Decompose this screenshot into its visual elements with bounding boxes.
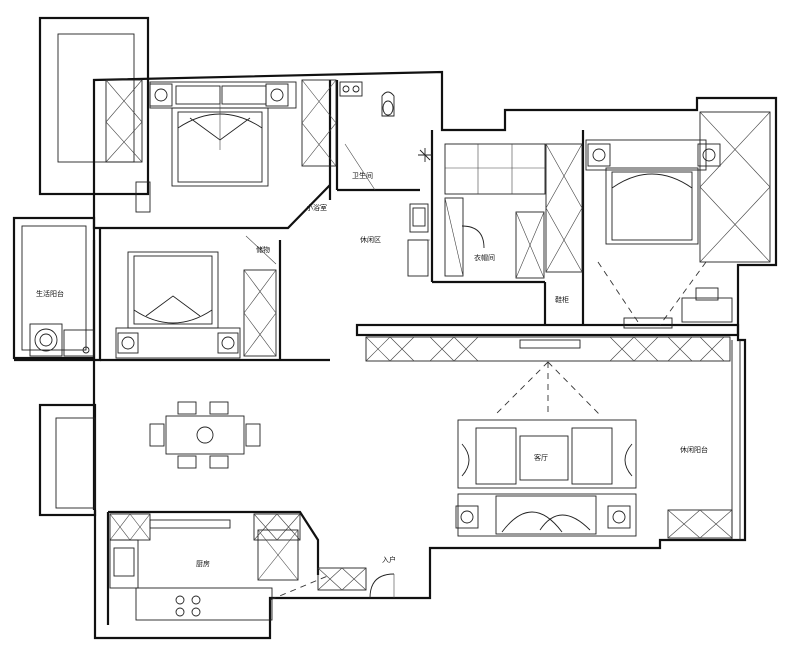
label-living-balcony: 生活阳台 [36,289,64,298]
label-storage: 储物 [256,245,270,254]
leisure-balcony [667,340,741,540]
living-room-sofa-set [455,419,637,537]
label-living-room: 客厅 [534,453,548,462]
bathrooms [339,81,432,277]
second-bedroom [115,235,277,359]
outer-walls [12,16,778,640]
label-bathroom: 卫生间 [352,171,373,180]
dining-set [149,401,261,469]
tv-wall-cabinet [365,336,731,416]
interior-walls [14,80,740,625]
master-bedroom [105,79,337,213]
entrance-area [317,567,395,599]
storage-area [444,143,583,279]
label-leisure-balcony: 休闲阳台 [680,445,708,454]
kitchen [109,513,331,621]
label-kitchen: 厨房 [196,559,210,568]
label-small-bath: 小浴室 [306,203,327,212]
label-wardrobe: 衣帽间 [474,253,495,262]
study-bedroom [585,111,771,329]
label-entrance: 入户 [382,555,396,564]
label-walk-area: 休闲区 [360,235,381,244]
room-labels: 小浴室 卫生间 休闲区 储物 生活阳台 衣帽间 鞋柜 厨房 入户 客厅 休闲阳台 [36,171,708,568]
label-shoe-cabinet: 鞋柜 [555,295,569,304]
living-balcony-fixtures [29,323,95,357]
